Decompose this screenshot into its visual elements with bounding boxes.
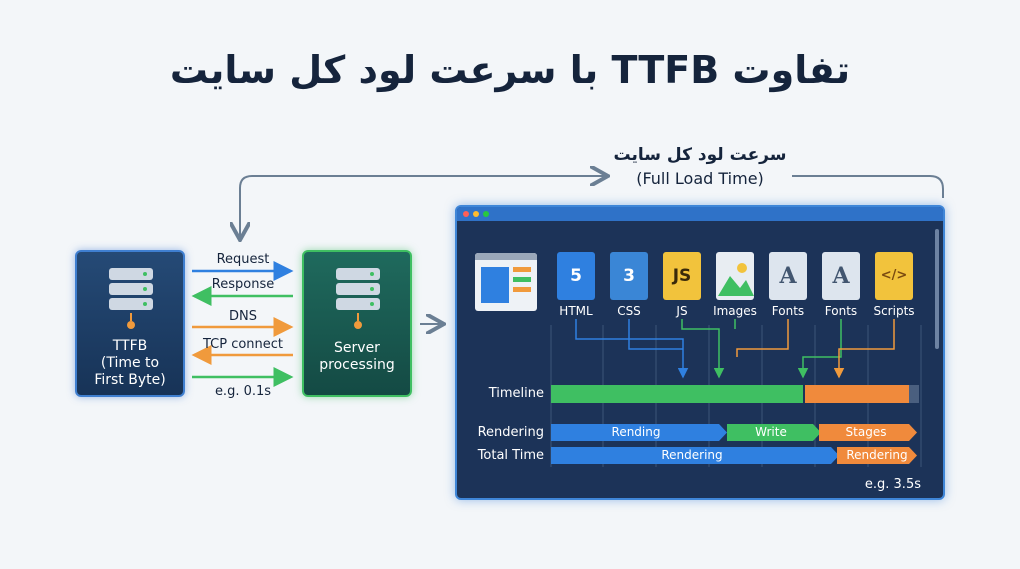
timeline-end-bar <box>909 385 919 403</box>
full-load-label: سرعت لود کل سایت (Full Load Time) <box>600 145 800 188</box>
total-rendering-orange-segment: Rendering <box>846 448 908 462</box>
request-label: Request <box>216 252 270 267</box>
response-label: Response <box>211 277 275 292</box>
rendering-row-label: Rendering <box>477 425 544 440</box>
images-label: Images <box>713 304 757 318</box>
ttfb-example-label: e.g. 0.1s <box>214 384 272 399</box>
total-rendering-blue-segment: Rendering <box>661 448 723 462</box>
webpage-icon <box>475 253 537 311</box>
js-label: JS <box>676 304 688 318</box>
page-title: تفاوت TTFB با سرعت لود کل سایت <box>169 48 851 92</box>
minimize-dot-icon <box>473 211 479 217</box>
image-icon <box>716 252 754 300</box>
stages-segment: Stages <box>845 425 887 439</box>
server-processing-box: Server processing <box>302 250 412 397</box>
server-icon <box>109 268 153 329</box>
fonts-label: Fonts <box>771 304 805 318</box>
font-icon: A <box>822 252 860 300</box>
html-icon: 5 <box>557 252 595 300</box>
fonts-label: Fonts <box>824 304 858 318</box>
script-icon: </> <box>875 252 913 300</box>
rending-segment: Rending <box>611 425 661 439</box>
scrollbar[interactable] <box>935 229 939 349</box>
scripts-label: Scripts <box>873 304 915 318</box>
timeline-green-bar <box>551 385 803 403</box>
ttfb-box: TTFB (Time to First Byte) <box>75 250 185 397</box>
maximize-dot-icon <box>483 211 489 217</box>
browser-title-bar <box>457 207 943 221</box>
close-dot-icon <box>463 211 469 217</box>
html-label: HTML <box>559 304 593 318</box>
font-icon: A <box>769 252 807 300</box>
tcp-connect-label: TCP connect <box>202 337 284 352</box>
timeline-orange-bar <box>805 385 909 403</box>
browser-window: 5 HTML 3 CSS JS JS Images A Fonts A Font… <box>455 205 945 500</box>
full-load-label-fa: سرعت لود کل سایت <box>613 145 787 165</box>
css-icon: 3 <box>610 252 648 300</box>
timeline-label: Timeline <box>488 386 544 401</box>
server-icon <box>336 268 380 329</box>
full-load-bracket-left <box>239 176 606 240</box>
css-label: CSS <box>617 304 641 318</box>
write-segment: Write <box>755 425 787 439</box>
full-load-bracket-right <box>792 175 944 198</box>
dns-label: DNS <box>229 309 257 324</box>
js-icon: JS <box>663 252 701 300</box>
full-load-label-en: (Full Load Time) <box>636 169 764 188</box>
total-time-segments <box>551 447 917 464</box>
server-processing-label: Server processing <box>319 340 395 373</box>
rendering-segments <box>551 424 917 441</box>
full-load-example: e.g. 3.5s <box>864 477 921 492</box>
total-time-label: Total Time <box>477 448 544 463</box>
ttfb-label: TTFB (Time to First Byte) <box>94 338 166 388</box>
